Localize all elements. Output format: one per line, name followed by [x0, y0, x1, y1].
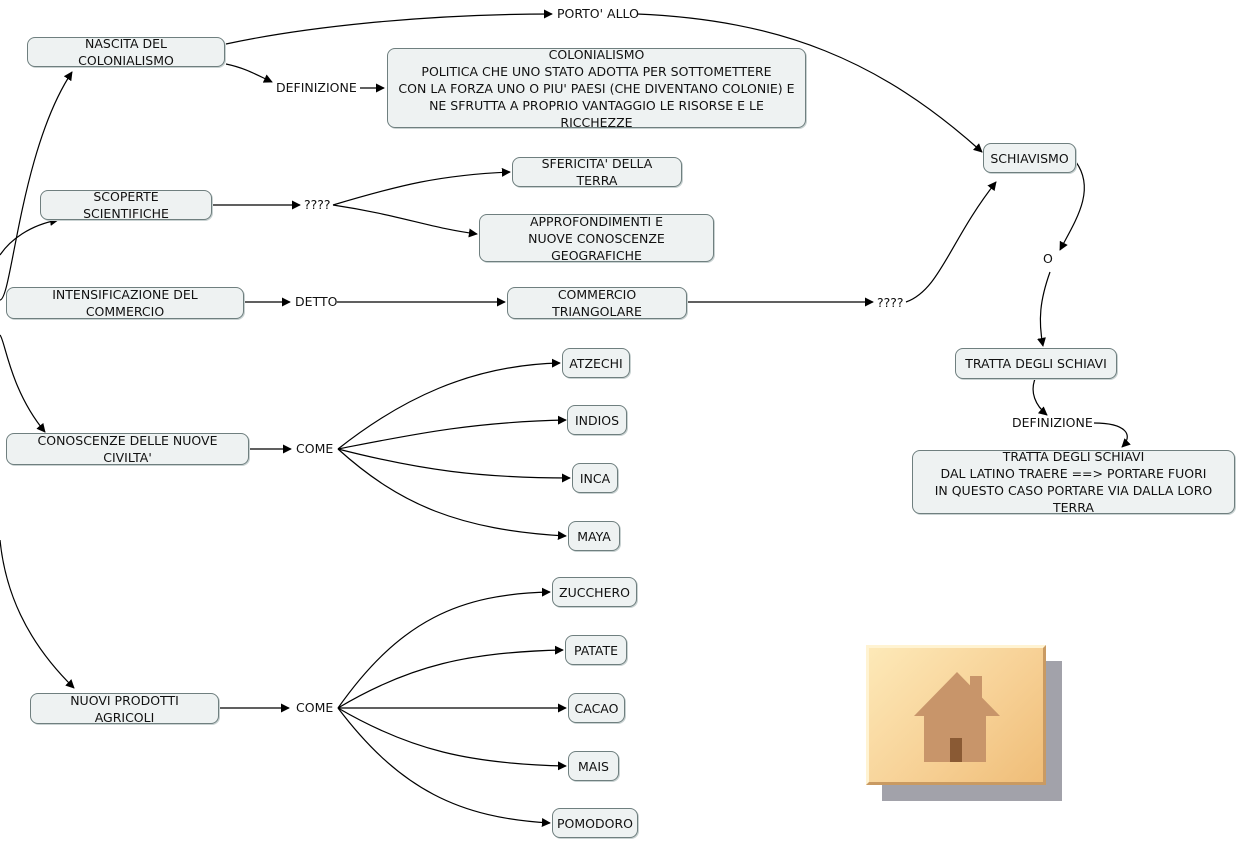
link-definizione-colonialismo: DEFINIZIONE [276, 80, 357, 95]
link-definizione-tratta: DEFINIZIONE [1012, 415, 1093, 430]
concept-cacao: CACAO [568, 693, 625, 723]
link-come-civilta: COME [296, 441, 334, 456]
concept-nascita-del-colonialismo: NASCITA DEL COLONIALISMO [27, 36, 225, 68]
home-icon [914, 672, 1000, 762]
concept-indios: INDIOS [567, 405, 627, 435]
concept-colonialismo-definition: COLONIALISMO POLITICA CHE UNO STATO ADOT… [387, 47, 806, 130]
concept-conoscenze-nuove-civilta: CONOSCENZE DELLE NUOVE CIVILTA' [6, 433, 249, 465]
link-o: O [1043, 251, 1053, 266]
link-come-prodotti: COME [296, 700, 334, 715]
link-question-scoperte: ???? [304, 197, 331, 212]
link-detto: DETTO [295, 294, 338, 309]
concept-zucchero: ZUCCHERO [552, 577, 637, 607]
link-question-commercio: ???? [877, 295, 904, 310]
concept-mais: MAIS [568, 751, 619, 781]
concept-nuovi-prodotti-agricoli: NUOVI PRODOTTI AGRICOLI [30, 693, 219, 725]
concept-scoperte-scientifiche: SCOPERTE SCIENTIFICHE [40, 189, 212, 221]
concept-tratta-degli-schiavi: TRATTA DEGLI SCHIAVI [955, 348, 1117, 379]
concept-intensificazione-commercio: INTENSIFICAZIONE DEL COMMERCIO [6, 287, 244, 319]
home-button-tile [866, 645, 1046, 785]
link-porto-allo: PORTO' ALLO [557, 6, 639, 21]
concept-patate: PATATE [565, 635, 627, 665]
concept-schiavismo: SCHIAVISMO [983, 143, 1076, 173]
concept-atzechi: ATZECHI [562, 348, 630, 378]
concept-approfondimenti: APPROFONDIMENTI E NUOVE CONOSCENZE GEOGR… [479, 214, 714, 263]
concept-inca: INCA [572, 463, 618, 493]
concept-pomodoro: POMODORO [552, 808, 638, 838]
concept-commercio-triangolare: COMMERCIO TRIANGOLARE [507, 287, 687, 319]
concept-sfericita-della-terra: SFERICITA' DELLA TERRA [512, 156, 682, 188]
concept-maya: MAYA [568, 521, 620, 551]
concept-tratta-definition: TRATTA DEGLI SCHIAVI DAL LATINO TRAERE =… [912, 449, 1235, 515]
